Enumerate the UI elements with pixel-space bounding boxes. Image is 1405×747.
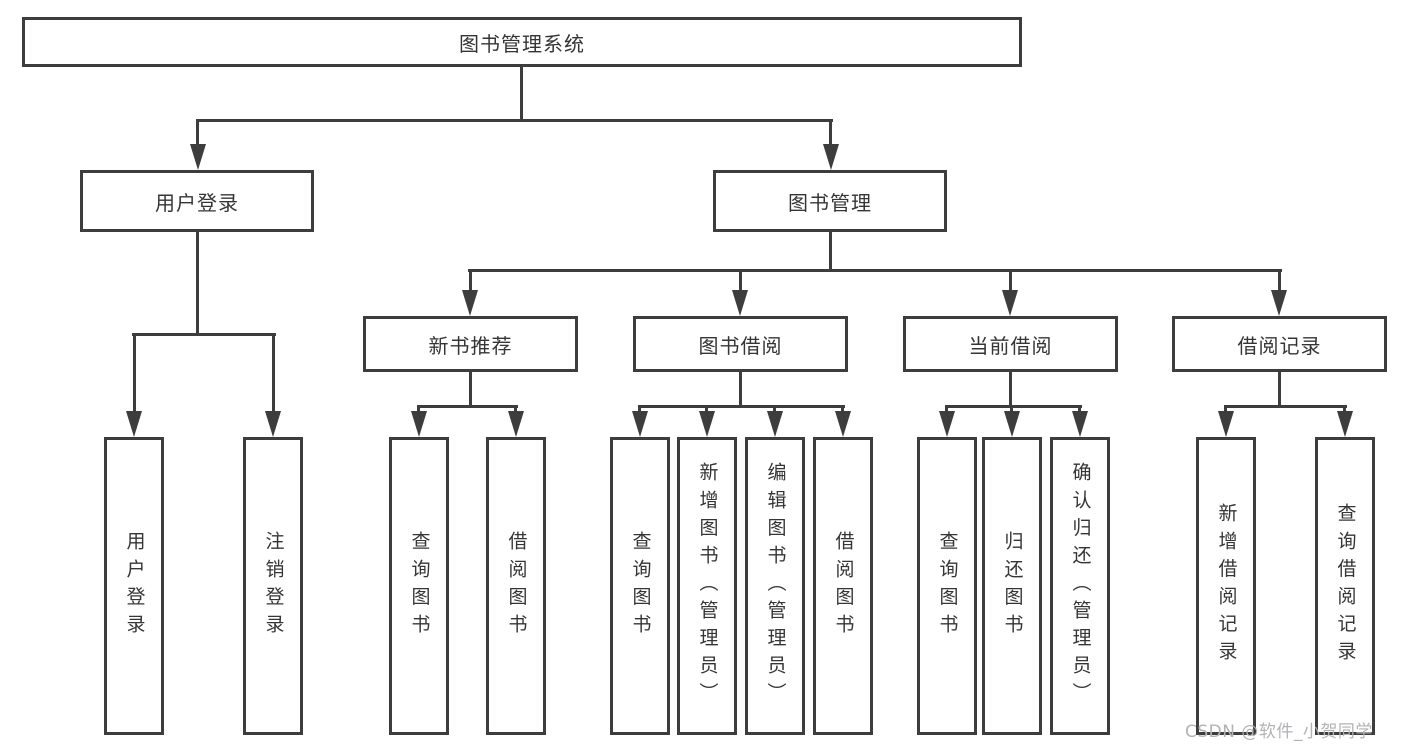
leaf-add-book-admin: 新增图书（管理员） xyxy=(677,437,737,735)
connector-to-new-book-rec xyxy=(469,269,472,295)
arrow-down-current-borrow xyxy=(1002,290,1018,316)
arrow-down-book-mgmt xyxy=(823,144,839,170)
connector-level3-bus xyxy=(468,269,1282,272)
node-label: 借阅记录 xyxy=(1237,333,1322,358)
connector-to-borrow-records xyxy=(1278,269,1281,295)
connector-stub xyxy=(705,405,708,415)
arrow-down-query-book-3 xyxy=(939,411,955,437)
connector-new-book-rec-bus xyxy=(417,405,518,408)
node-label: 图书管理系统 xyxy=(459,31,585,56)
connector-stub xyxy=(638,405,641,415)
connector-stub xyxy=(1224,405,1227,415)
connector-level2-bus xyxy=(196,119,833,122)
leaf-label: 编辑图书（管理员） xyxy=(764,462,787,710)
leaf-label: 确认归还（管理员） xyxy=(1069,462,1092,710)
connector-to-current-borrow xyxy=(1009,269,1012,295)
leaf-query-book-under-current: 查询图书 xyxy=(917,437,977,735)
arrow-down-new-book-rec xyxy=(462,290,478,316)
leaf-borrow-book-under-borrow: 借阅图书 xyxy=(813,437,873,735)
leaf-label: 注销登录 xyxy=(262,530,285,642)
leaf-query-book-under-borrow: 查询图书 xyxy=(610,437,670,735)
leaf-label: 用户登录 xyxy=(123,530,146,642)
leaf-label: 新增借阅记录 xyxy=(1215,503,1238,669)
node-new-book-recommend: 新书推荐 xyxy=(363,316,578,372)
node-label: 用户登录 xyxy=(155,190,239,215)
connector-to-leaf-user-login xyxy=(133,333,136,415)
node-current-borrow: 当前借阅 xyxy=(903,316,1118,372)
node-label: 图书管理 xyxy=(788,190,872,215)
connector-borrow-records-bus xyxy=(1224,405,1347,408)
connector-to-leaf-logout xyxy=(272,333,275,415)
connector-borrow-records-drop xyxy=(1278,372,1281,408)
arrow-down-book-borrow xyxy=(732,290,748,316)
node-library-management-system: 图书管理系统 xyxy=(22,17,1022,67)
leaf-label: 借阅图书 xyxy=(832,530,855,642)
arrow-down-return-book xyxy=(1004,411,1020,437)
arrow-down-borrow-book-1 xyxy=(508,411,524,437)
leaf-edit-book-admin: 编辑图书（管理员） xyxy=(745,437,805,735)
arrow-down-user-login xyxy=(190,144,206,170)
connector-to-book-mgmt xyxy=(829,119,832,149)
connector-new-book-rec-drop xyxy=(469,372,472,408)
arrow-down-edit-book xyxy=(767,411,783,437)
node-book-management: 图书管理 xyxy=(713,170,947,232)
connector-to-user-login xyxy=(196,119,199,149)
arrow-down-query-book-2 xyxy=(632,411,648,437)
connector-stub xyxy=(1078,405,1081,415)
csdn-watermark: CSDN @软件_小贺同学 xyxy=(1185,722,1373,742)
connector-stub xyxy=(945,405,948,415)
leaf-label: 归还图书 xyxy=(1001,530,1024,642)
connector-stub xyxy=(773,405,776,415)
connector-to-book-borrow xyxy=(739,269,742,295)
connector-book-mgmt-drop xyxy=(829,232,832,272)
connector-stub xyxy=(841,405,844,415)
leaf-query-borrow-record: 查询借阅记录 xyxy=(1315,437,1375,735)
arrow-down-query-record xyxy=(1337,411,1353,437)
node-label: 当前借阅 xyxy=(968,333,1053,358)
leaf-label: 新增图书（管理员） xyxy=(696,462,719,710)
arrow-down-borrow-book-2 xyxy=(835,411,851,437)
connector-root-stub xyxy=(520,67,523,119)
connector-stub xyxy=(417,405,420,415)
leaf-query-book-under-recommend: 查询图书 xyxy=(389,437,449,735)
node-borrow-records: 借阅记录 xyxy=(1172,316,1387,372)
connector-stub xyxy=(1010,405,1013,415)
connector-user-login-bus xyxy=(132,333,276,336)
leaf-label: 借阅图书 xyxy=(505,530,528,642)
node-label: 图书借阅 xyxy=(698,333,783,358)
node-book-borrow: 图书借阅 xyxy=(633,316,848,372)
connector-book-borrow-drop xyxy=(739,372,742,408)
arrow-down-add-book xyxy=(699,411,715,437)
leaf-label: 查询图书 xyxy=(629,530,652,642)
node-label: 新书推荐 xyxy=(428,333,513,358)
arrow-down-leaf-user-login xyxy=(126,411,142,437)
arrow-down-leaf-logout xyxy=(265,411,281,437)
leaf-confirm-return-admin: 确认归还（管理员） xyxy=(1050,437,1110,735)
leaf-add-borrow-record: 新增借阅记录 xyxy=(1196,437,1256,735)
leaf-user-login: 用户登录 xyxy=(104,437,164,735)
connector-current-borrow-drop xyxy=(1009,372,1012,408)
node-user-login: 用户登录 xyxy=(80,170,314,232)
leaf-return-book: 归还图书 xyxy=(982,437,1042,735)
leaf-logout: 注销登录 xyxy=(243,437,303,735)
connector-user-login-drop xyxy=(196,232,199,336)
arrow-down-borrow-records xyxy=(1271,290,1287,316)
connector-stub xyxy=(514,405,517,415)
connector-current-borrow-bus xyxy=(945,405,1082,408)
arrow-down-query-book-1 xyxy=(411,411,427,437)
arrow-down-confirm-return xyxy=(1072,411,1088,437)
connector-book-borrow-bus xyxy=(638,405,845,408)
leaf-label: 查询借阅记录 xyxy=(1334,503,1357,669)
connector-stub xyxy=(1343,405,1346,415)
arrow-down-add-record xyxy=(1218,411,1234,437)
leaf-borrow-book-under-recommend: 借阅图书 xyxy=(486,437,546,735)
leaf-label: 查询图书 xyxy=(936,530,959,642)
leaf-label: 查询图书 xyxy=(408,530,431,642)
